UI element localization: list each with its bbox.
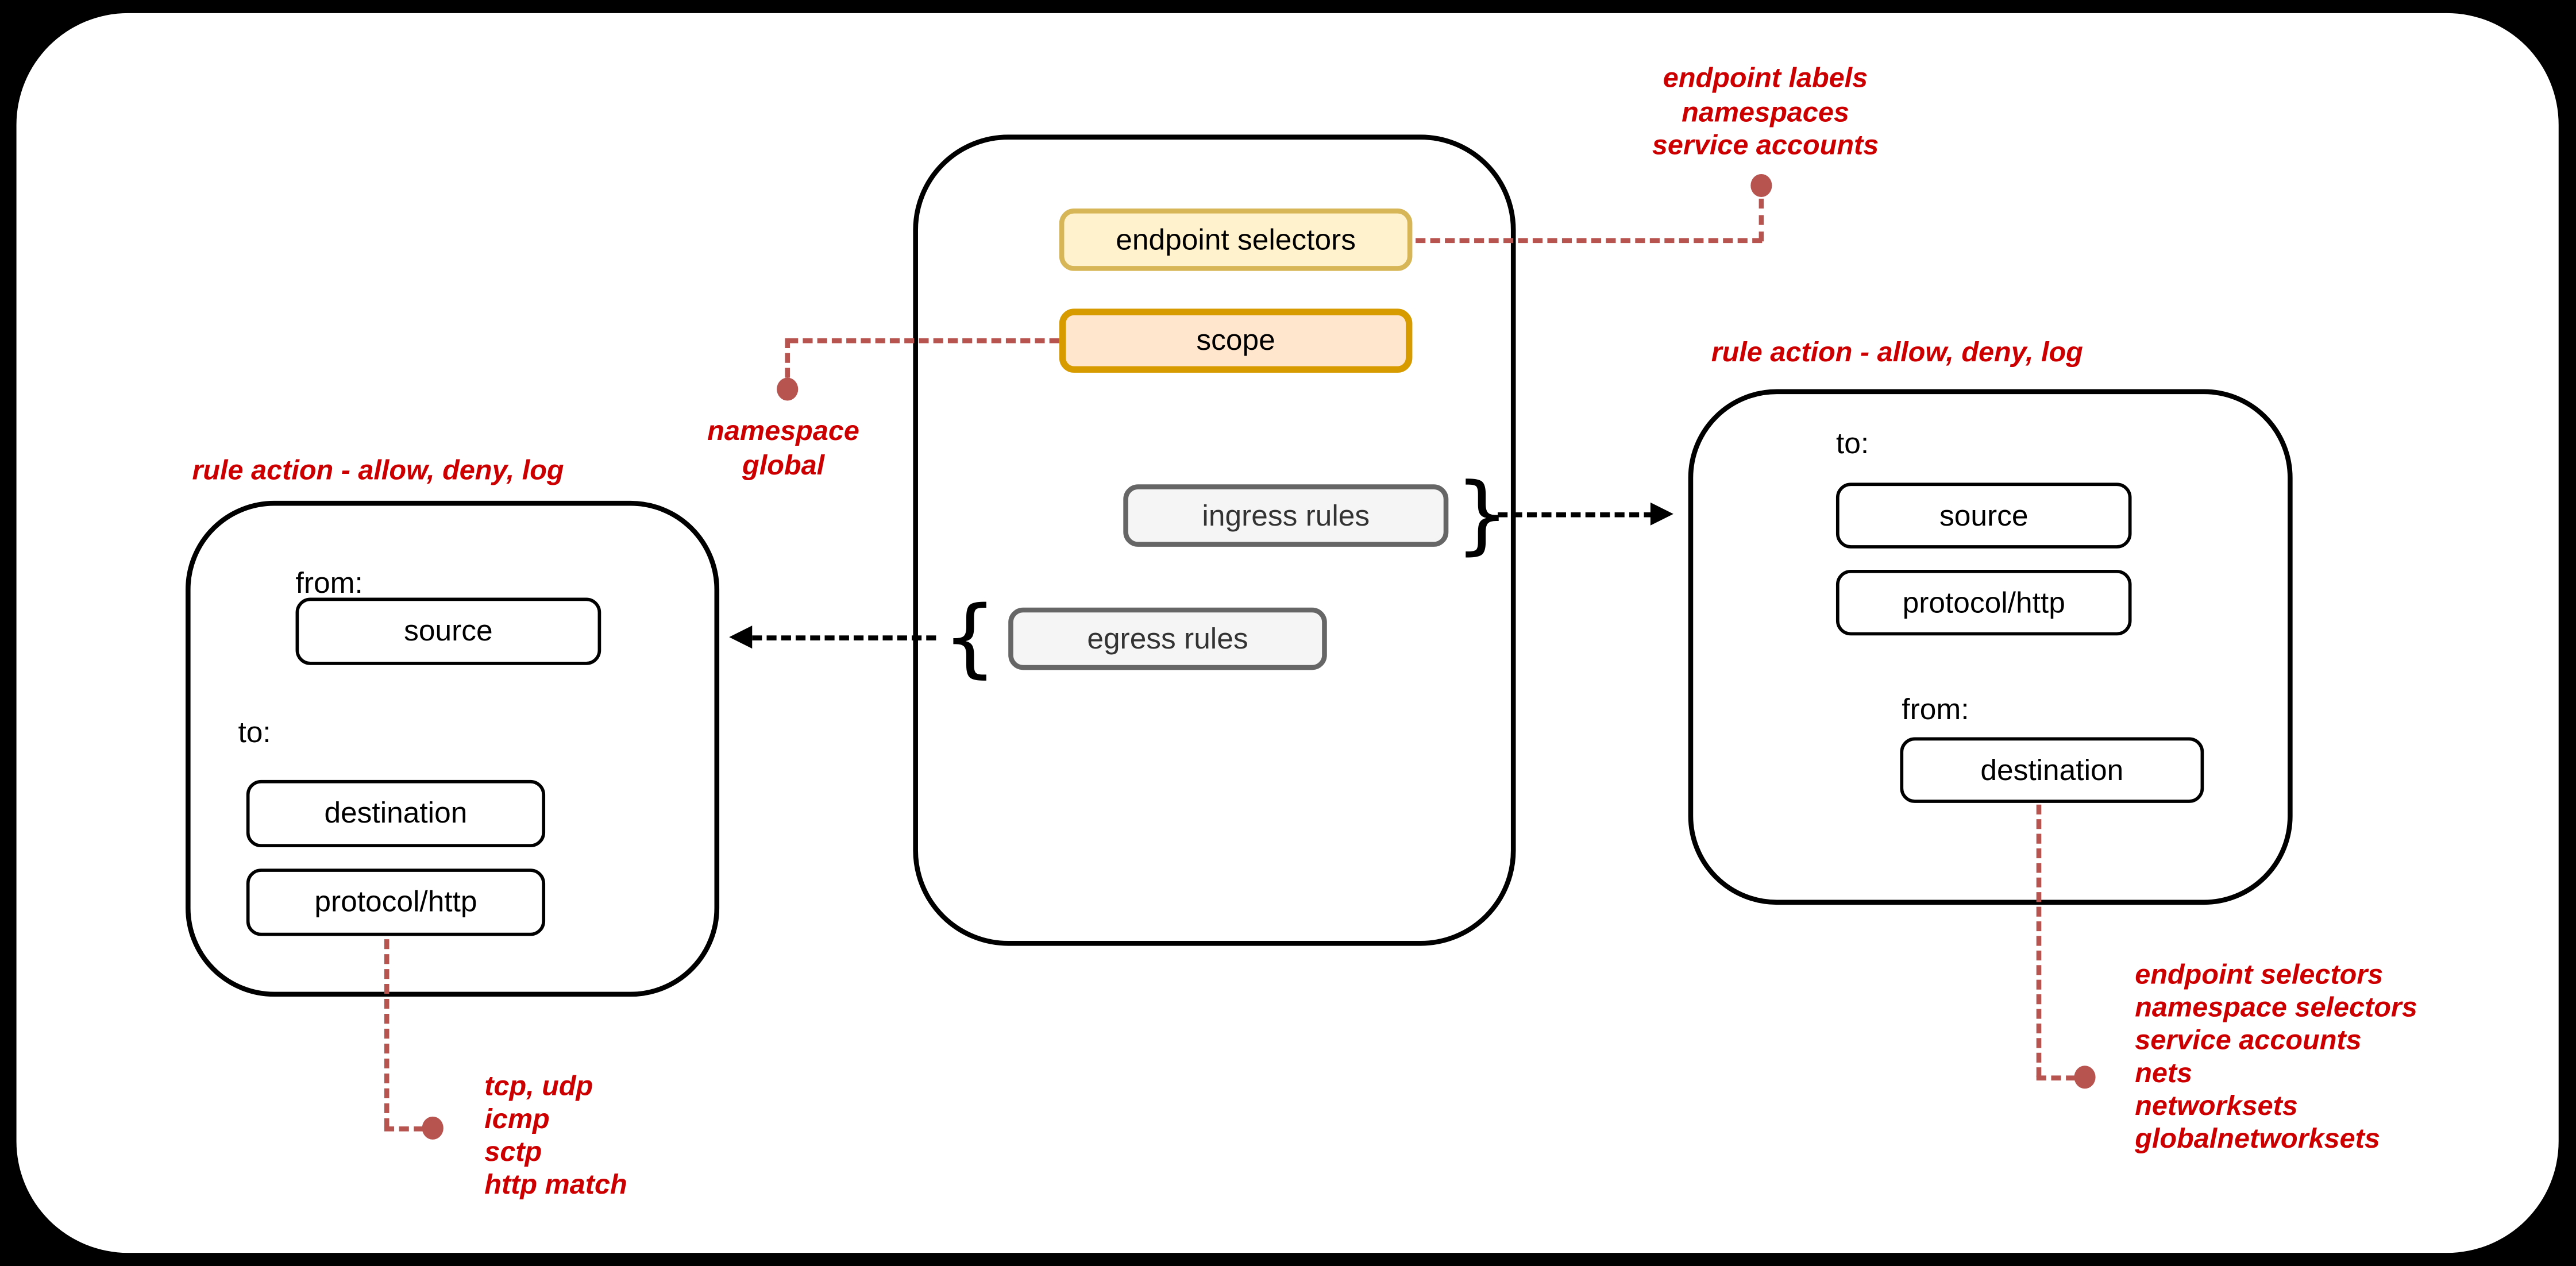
ingress-detail-panel	[1688, 389, 2293, 905]
ingress-destination-node: destination	[1900, 737, 2204, 803]
from-label: from:	[295, 566, 363, 600]
egress-arrowhead-icon	[729, 626, 753, 649]
ingress-arrow-line	[1498, 512, 1654, 518]
top-connector-horizontal	[1416, 238, 1763, 244]
destination-connector-horizontal	[2036, 1075, 2076, 1080]
source-label: source	[1939, 498, 2029, 531]
annotation-line: namespace selectors	[2135, 991, 2417, 1023]
destination-connector-vertical	[2036, 804, 2042, 1078]
ingress-rule-action-annotation: rule action - allow, deny, log	[1711, 337, 2083, 368]
connector-dot	[422, 1116, 444, 1140]
annotation-line: namespace	[707, 415, 859, 447]
endpoint-selectors-label: endpoint selectors	[1116, 222, 1356, 256]
protocol-label: protocol/http	[1902, 585, 2065, 619]
protocol-label: protocol/http	[314, 885, 477, 918]
ingress-rules-label: ingress rules	[1202, 498, 1370, 531]
destination-label: destination	[1980, 752, 2124, 786]
annotation-line: icmp	[484, 1103, 550, 1135]
annotation-line: service accounts	[1652, 129, 1879, 161]
protocol-values-annotation: tcp, udp icmp sctp http match	[484, 1071, 627, 1202]
annotation-line: service accounts	[2135, 1024, 2362, 1056]
endpoint-selectors-node: endpoint selectors	[1059, 209, 1413, 271]
ingress-protocol-node: protocol/http	[1835, 569, 2132, 636]
annotation-line: endpoint labels	[1663, 62, 1868, 94]
annotation-line: http match	[484, 1169, 627, 1201]
egress-source-node: source	[295, 597, 601, 665]
connector-dot	[777, 377, 799, 401]
egress-destination-node: destination	[246, 779, 546, 848]
annotation-line: nets	[2135, 1057, 2193, 1089]
protocol-connector-horizontal	[384, 1126, 424, 1132]
annotation-line: namespaces	[1682, 96, 1849, 128]
scope-node: scope	[1059, 308, 1413, 373]
top-connector-vertical	[1759, 198, 1764, 242]
source-label: source	[404, 614, 493, 647]
destination-values-annotation: endpoint selectors namespace selectors s…	[2135, 959, 2417, 1156]
ingress-rules-node: ingress rules	[1123, 484, 1449, 547]
annotation-line: tcp, udp	[484, 1070, 593, 1102]
egress-protocol-node: protocol/http	[246, 869, 546, 936]
scope-connector-vertical	[785, 338, 790, 378]
open-brace-icon: {	[942, 589, 997, 688]
protocol-connector-vertical	[384, 939, 390, 1128]
egress-arrow-line	[752, 635, 936, 640]
annotation-line: endpoint selectors	[2135, 959, 2384, 990]
annotation-line: globalnetworksets	[2135, 1123, 2380, 1155]
annotation-line: networksets	[2135, 1090, 2298, 1122]
connector-dot	[2074, 1066, 2096, 1089]
endpoint-selector-values-annotation: endpoint labels namespaces service accou…	[1652, 63, 1879, 164]
ingress-arrowhead-icon	[1650, 502, 1673, 526]
annotation-line: sctp	[484, 1136, 542, 1168]
scope-connector-horizontal	[788, 338, 1059, 343]
egress-rules-label: egress rules	[1087, 621, 1248, 655]
connector-dot	[1750, 174, 1772, 198]
scope-values-annotation: namespace global	[707, 414, 859, 483]
to-label: to:	[1835, 427, 1869, 460]
ingress-source-node: source	[1835, 483, 2132, 549]
scope-label: scope	[1196, 323, 1275, 357]
annotation-line: global	[742, 450, 825, 481]
egress-rules-node: egress rules	[1008, 607, 1327, 670]
to-label: to:	[238, 716, 271, 749]
egress-rule-action-annotation: rule action - allow, deny, log	[192, 454, 564, 487]
destination-label: destination	[324, 796, 468, 829]
from-label: from:	[1902, 693, 1969, 726]
